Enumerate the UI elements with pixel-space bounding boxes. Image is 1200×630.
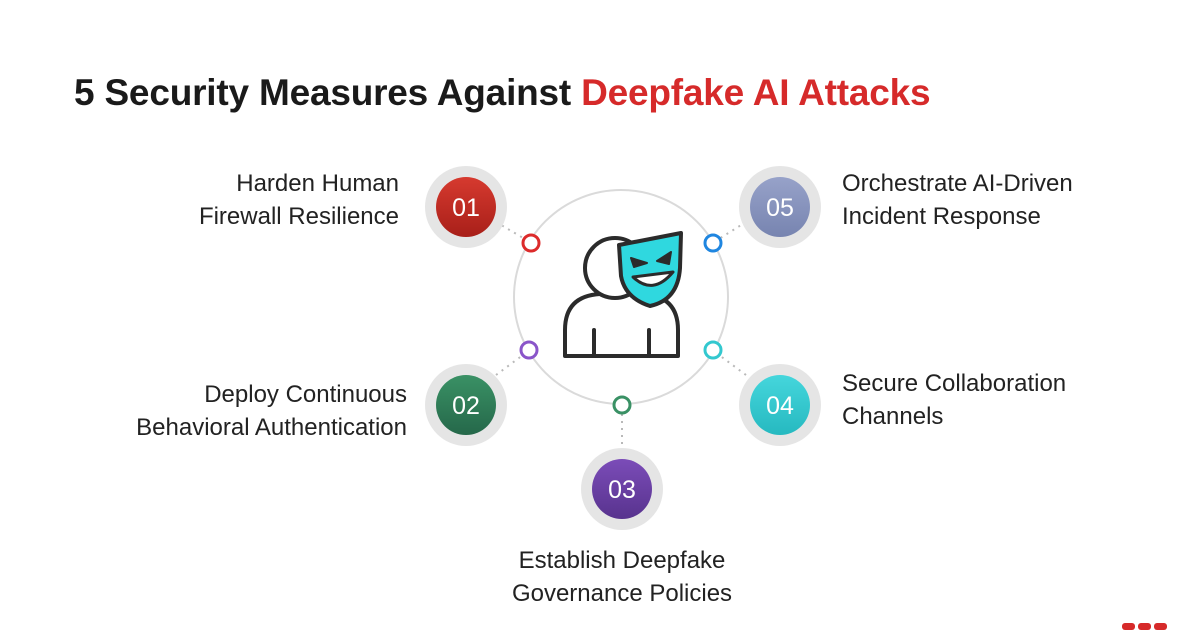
measure-03-line2: Governance Policies	[511, 580, 733, 607]
measure-04-label: Secure Collaboration Channels	[842, 367, 1066, 433]
measure-02-line1: Deploy Continuous	[204, 381, 407, 408]
badge-03: 03	[581, 448, 663, 530]
badge-02-number: 02	[452, 392, 480, 420]
page-title: 5 Security Measures Against Deepfake AI …	[74, 72, 931, 114]
title-prefix: 5 Security Measures Against	[74, 72, 582, 113]
measure-01-line2: Firewall Resilience	[198, 203, 399, 230]
measure-01-line1: Harden Human	[236, 170, 399, 197]
measure-04-line2: Channels	[842, 403, 944, 430]
badge-04-number: 04	[766, 392, 794, 420]
measure-04-line1: Secure Collaboration	[842, 370, 1067, 397]
measure-03-line1: Establish Deepfake	[518, 547, 726, 574]
brand-logo-icon	[1122, 623, 1167, 630]
measure-05-line2: Incident Response	[842, 203, 1041, 230]
measure-02-label: Deploy Continuous Behavioral Authenticat…	[136, 378, 407, 444]
measure-02-line2: Behavioral Authentication	[136, 414, 407, 441]
ring-dot-04	[703, 340, 723, 360]
connectors	[495, 221, 747, 450]
ring-dot-03	[612, 395, 632, 415]
title-highlight: Deepfake AI Attacks	[581, 72, 931, 113]
badge-01-number: 01	[452, 194, 480, 222]
ring-dot-05	[703, 233, 723, 253]
badge-01: 01	[425, 166, 507, 248]
measure-05-label: Orchestrate AI-Driven Incident Response	[842, 167, 1073, 233]
ring-dot-02	[519, 340, 539, 360]
measure-03-label: Establish Deepfake Governance Policies	[472, 544, 772, 610]
badge-05: 05	[739, 166, 821, 248]
ring-dot-01	[521, 233, 541, 253]
badge-04: 04	[739, 364, 821, 446]
badge-03-number: 03	[608, 476, 636, 504]
masked-person-icon	[563, 231, 683, 358]
measure-01-label: Harden Human Firewall Resilience	[199, 167, 399, 233]
badge-05-number: 05	[766, 194, 794, 222]
measure-05-line1: Orchestrate AI-Driven	[842, 170, 1073, 197]
badge-02: 02	[425, 364, 507, 446]
